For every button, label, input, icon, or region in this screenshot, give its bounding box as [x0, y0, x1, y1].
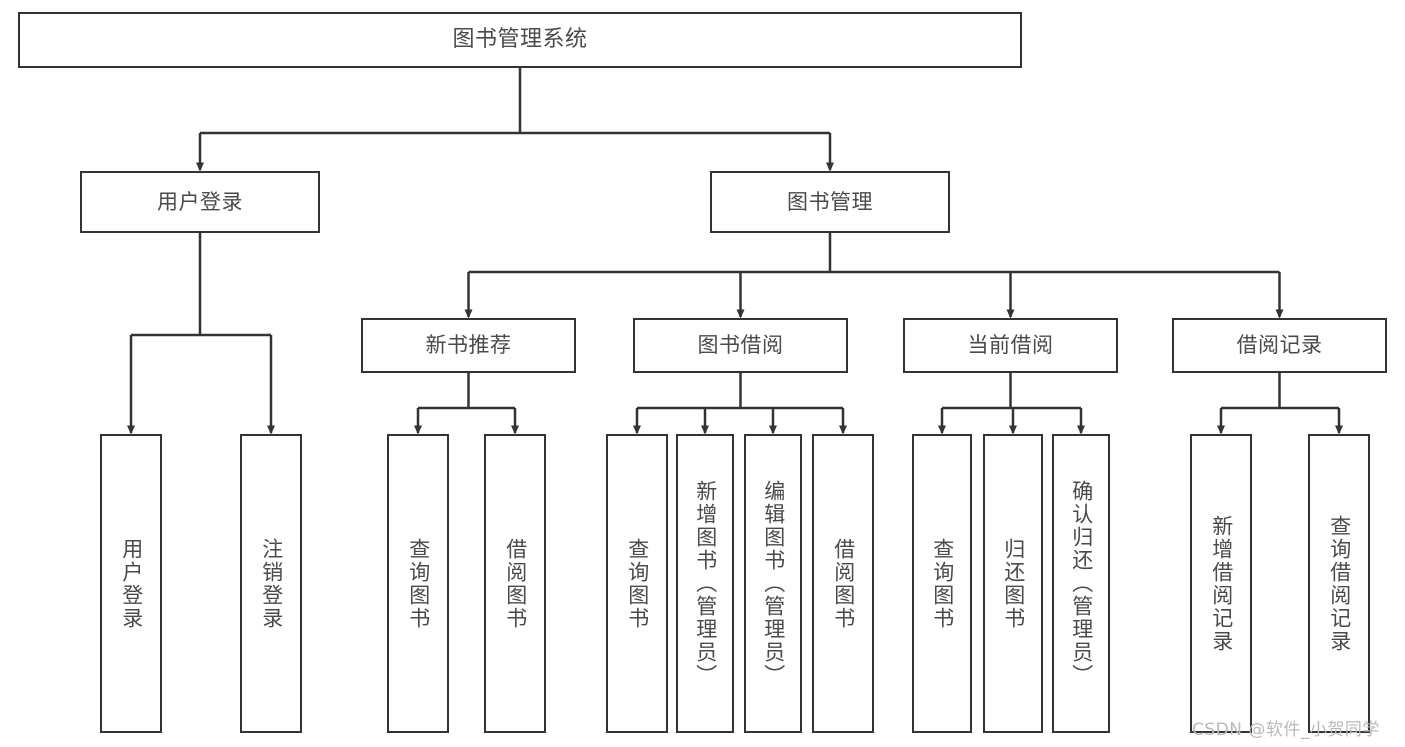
node-label-borrow-record: 借阅记录 — [1236, 333, 1323, 358]
node-label-leaf-cb-confirm: 确认归还（管理员） — [1069, 480, 1094, 687]
node-leaf-cb-return[interactable]: 归还图书 — [983, 434, 1043, 733]
node-label-user-login: 用户登录 — [157, 189, 243, 214]
node-leaf-br-query[interactable]: 查询借阅记录 — [1308, 434, 1370, 733]
node-label-leaf-nbr-borrow: 借阅图书 — [503, 537, 528, 630]
node-leaf-bb-add[interactable]: 新增图书（管理员） — [676, 434, 734, 733]
node-book-borrow[interactable]: 图书借阅 — [633, 318, 848, 373]
node-new-book-rec[interactable]: 新书推荐 — [361, 318, 576, 373]
node-leaf-cb-query[interactable]: 查询图书 — [912, 434, 972, 733]
node-book-manage[interactable]: 图书管理 — [710, 171, 950, 233]
node-leaf-bb-query[interactable]: 查询图书 — [606, 434, 668, 733]
node-label-leaf-user-logout: 注销登录 — [259, 537, 284, 630]
node-current-borrow[interactable]: 当前借阅 — [903, 318, 1118, 373]
node-leaf-nbr-borrow[interactable]: 借阅图书 — [484, 434, 546, 733]
node-label-leaf-br-query: 查询借阅记录 — [1327, 514, 1352, 653]
node-label-leaf-bb-query: 查询图书 — [625, 537, 650, 630]
node-label-root: 图书管理系统 — [452, 27, 588, 53]
node-label-leaf-bb-borrow: 借阅图书 — [831, 537, 856, 630]
node-borrow-record[interactable]: 借阅记录 — [1172, 318, 1387, 373]
node-leaf-cb-confirm[interactable]: 确认归还（管理员） — [1052, 434, 1110, 733]
watermark-label: CSDN @软件_小贺同学 — [1192, 720, 1380, 740]
node-leaf-user-logout[interactable]: 注销登录 — [240, 434, 302, 733]
node-label-leaf-br-add: 新增借阅记录 — [1209, 514, 1234, 653]
node-label-leaf-bb-edit: 编辑图书（管理员） — [761, 480, 786, 687]
node-label-new-book-rec: 新书推荐 — [425, 333, 512, 358]
edge-group — [127, 68, 1343, 435]
node-label-book-borrow: 图书借阅 — [697, 333, 784, 358]
node-leaf-bb-borrow[interactable]: 借阅图书 — [812, 434, 874, 733]
node-label-leaf-cb-return: 归还图书 — [1001, 537, 1026, 630]
node-label-leaf-bb-add: 新增图书（管理员） — [693, 480, 718, 687]
node-leaf-bb-edit[interactable]: 编辑图书（管理员） — [744, 434, 802, 733]
node-label-leaf-nbr-query: 查询图书 — [406, 537, 431, 630]
node-label-current-borrow: 当前借阅 — [967, 333, 1054, 358]
node-leaf-nbr-query[interactable]: 查询图书 — [387, 434, 449, 733]
node-leaf-user-login[interactable]: 用户登录 — [100, 434, 162, 733]
node-leaf-br-add[interactable]: 新增借阅记录 — [1190, 434, 1252, 733]
node-root[interactable]: 图书管理系统 — [18, 12, 1022, 68]
node-label-book-manage: 图书管理 — [787, 189, 873, 214]
node-user-login[interactable]: 用户登录 — [80, 171, 320, 233]
node-label-leaf-cb-query: 查询图书 — [930, 537, 955, 630]
node-label-leaf-user-login: 用户登录 — [119, 537, 144, 630]
